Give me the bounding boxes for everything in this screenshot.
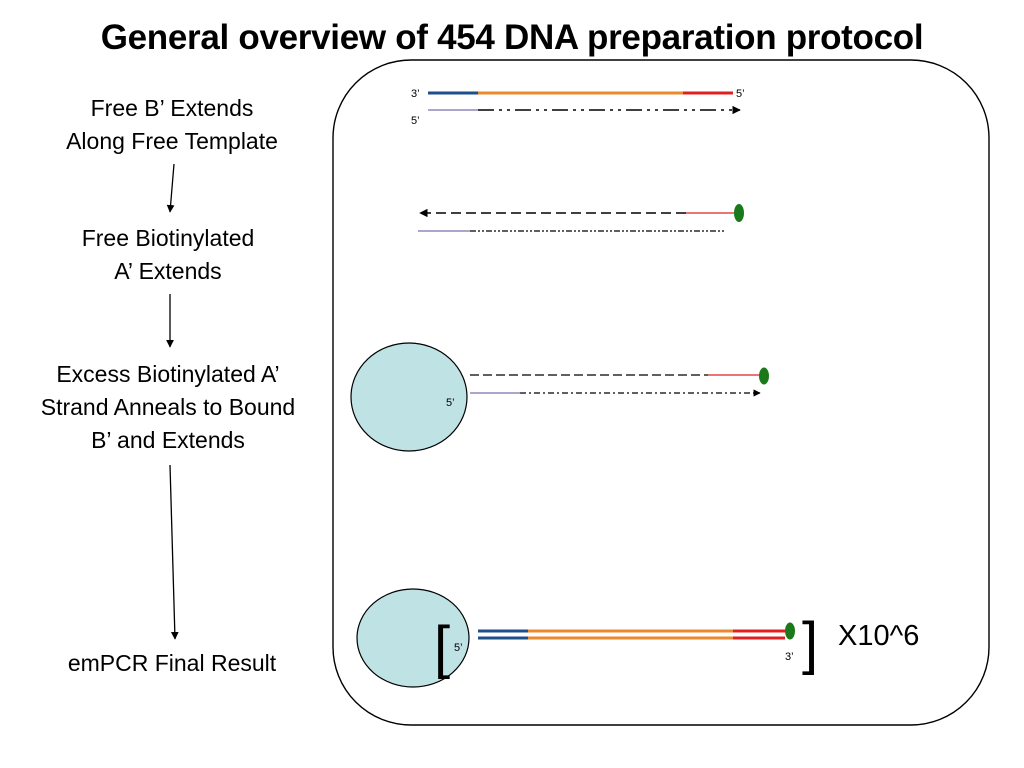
stage-1-five-prime-left-label: 5’ bbox=[411, 115, 420, 127]
flow-arrow-3 bbox=[169, 464, 179, 640]
left-bracket: [ bbox=[434, 615, 450, 680]
biotin-marker bbox=[759, 367, 769, 385]
step-3-label: Excess Biotinylated A’ Strand Anneals to… bbox=[0, 358, 336, 457]
result-bead bbox=[356, 588, 470, 688]
stage-4-final-result: [ 5’ 3’ ] bbox=[356, 588, 818, 688]
step-1-line1: Free B’ Extends bbox=[90, 95, 254, 121]
stage-1-five-prime-right-label: 5’ bbox=[736, 88, 745, 100]
stage-4-five-prime-label: 5’ bbox=[454, 642, 463, 654]
biotin-marker bbox=[734, 204, 744, 222]
amplification-factor-label: X10^6 bbox=[838, 620, 920, 652]
stage-2-biotinylated-a bbox=[418, 204, 744, 232]
capture-bead bbox=[350, 342, 468, 452]
step-3-line3: B’ and Extends bbox=[91, 427, 245, 453]
step-3-line2: Strand Anneals to Bound bbox=[40, 394, 296, 420]
stage-3-bead-annealing: 5’ bbox=[350, 342, 769, 452]
step-1-label: Free B’ Extends Along Free Template bbox=[30, 92, 314, 158]
stage-1-three-prime-label: 3’ bbox=[411, 88, 420, 100]
step-4-label: emPCR Final Result bbox=[30, 647, 314, 680]
step-4-line1: emPCR Final Result bbox=[67, 650, 277, 676]
emulsion-droplet-panel bbox=[332, 59, 990, 726]
step-2-line1: Free Biotinylated bbox=[81, 225, 255, 251]
right-bracket: ] bbox=[802, 611, 818, 676]
step-3-line1: Excess Biotinylated A’ bbox=[56, 361, 280, 387]
stage-4-three-prime-label: 3’ bbox=[785, 651, 794, 663]
stage-3-five-prime-label: 5’ bbox=[446, 397, 455, 409]
biotin-marker bbox=[785, 622, 795, 640]
flow-arrow-1 bbox=[166, 163, 175, 213]
stage-1-template: 3’ 5’ 5’ bbox=[411, 88, 745, 127]
page-title: General overview of 454 DNA preparation … bbox=[100, 18, 924, 57]
step-1-line2: Along Free Template bbox=[66, 128, 278, 154]
step-2-line2: A’ Extends bbox=[114, 258, 222, 284]
step-2-label: Free Biotinylated A’ Extends bbox=[30, 222, 306, 288]
